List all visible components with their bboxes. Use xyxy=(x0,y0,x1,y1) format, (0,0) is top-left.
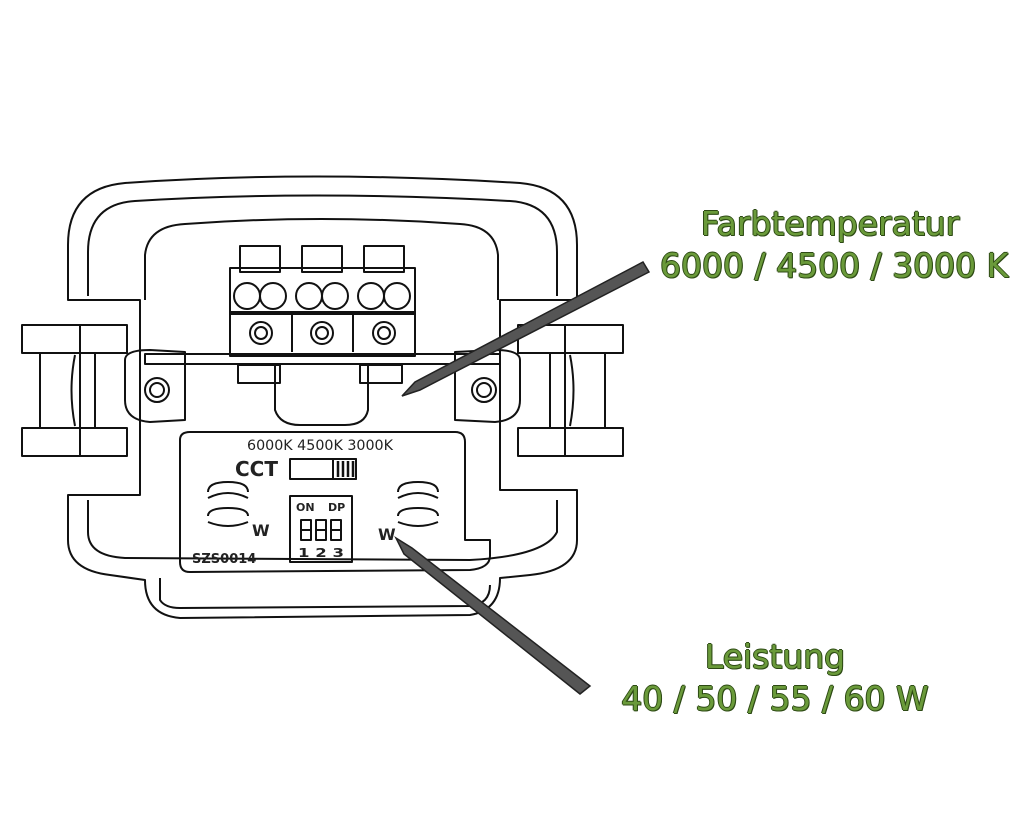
dip-numbers-label: 1 2 3 xyxy=(298,546,344,560)
terminal-screw-2-inner xyxy=(315,326,329,340)
terminal-clamp-2b xyxy=(321,282,349,310)
terminal-screw-2 xyxy=(310,321,334,345)
rail-tab-left xyxy=(237,364,281,384)
cct-knob-ridges xyxy=(336,461,355,477)
terminal-screw-3 xyxy=(372,321,396,345)
pointer-color-temperature xyxy=(401,261,651,397)
label-plate xyxy=(179,431,491,573)
clip-left-bottom xyxy=(21,427,128,457)
pointer-power xyxy=(394,535,592,695)
mounting-rail xyxy=(144,353,501,365)
housing-inner xyxy=(87,194,558,296)
callout-color-temperature-values: 6000 / 4500 / 3000 K xyxy=(660,246,1009,285)
part-number-label: SZS0014 xyxy=(192,552,256,567)
dip-on-label: ON xyxy=(296,501,315,514)
screw-hole-right-inner xyxy=(476,382,492,398)
terminal-cap-2 xyxy=(301,245,343,273)
wire-slot-left-bottom xyxy=(207,507,249,527)
callout-power-values: 40 / 50 / 55 / 60 W xyxy=(621,679,929,718)
screw-hole-left-inner xyxy=(149,382,165,398)
terminal-clamp-3b xyxy=(383,282,411,310)
rail-tab-right xyxy=(359,364,403,384)
wire-slot-right-top xyxy=(397,481,439,499)
terminal-clamp-3a xyxy=(357,282,385,310)
center-notch xyxy=(274,365,369,426)
terminal-screw-1-inner xyxy=(254,326,268,340)
wire-slot-left-top xyxy=(207,481,249,499)
terminal-screw-3-inner xyxy=(377,326,391,340)
callout-power: Leistung 40 / 50 / 55 / 60 W xyxy=(600,636,950,720)
clip-right-body xyxy=(549,325,606,456)
cct-temperatures-label: 6000K 4500K 3000K xyxy=(247,438,394,454)
callout-power-title: Leistung xyxy=(704,637,846,676)
screw-boss-left xyxy=(124,349,186,423)
cct-label: CCT xyxy=(235,457,278,481)
power-w-label-left: W xyxy=(252,521,270,540)
power-w-label-right: W xyxy=(378,525,396,544)
dip-switch xyxy=(289,495,353,563)
screw-hole-left xyxy=(144,377,170,403)
clip-right-bottom xyxy=(517,427,624,457)
terminal-cap-1 xyxy=(239,245,281,273)
terminal-screw-1 xyxy=(249,321,273,345)
housing-lip xyxy=(159,578,491,609)
terminal-cap-3 xyxy=(363,245,405,273)
terminal-clamp-1a xyxy=(233,282,261,310)
callout-color-temperature: Farbtemperatur 6000 / 4500 / 3000 K xyxy=(660,203,1009,287)
dip-dp-label: DP xyxy=(328,501,345,514)
screw-hole-right xyxy=(471,377,497,403)
terminal-clamp-1b xyxy=(259,282,287,310)
screw-boss-right xyxy=(454,349,521,423)
clip-left-top xyxy=(21,324,128,354)
housing-bottom-inner xyxy=(87,500,558,561)
wire-slot-right-bottom xyxy=(397,507,439,527)
terminal-clamp-2a xyxy=(295,282,323,310)
callout-color-temperature-title: Farbtemperatur xyxy=(700,204,960,243)
clip-left-body xyxy=(39,325,96,456)
inner-arch xyxy=(144,218,499,300)
housing-outer xyxy=(67,175,578,619)
